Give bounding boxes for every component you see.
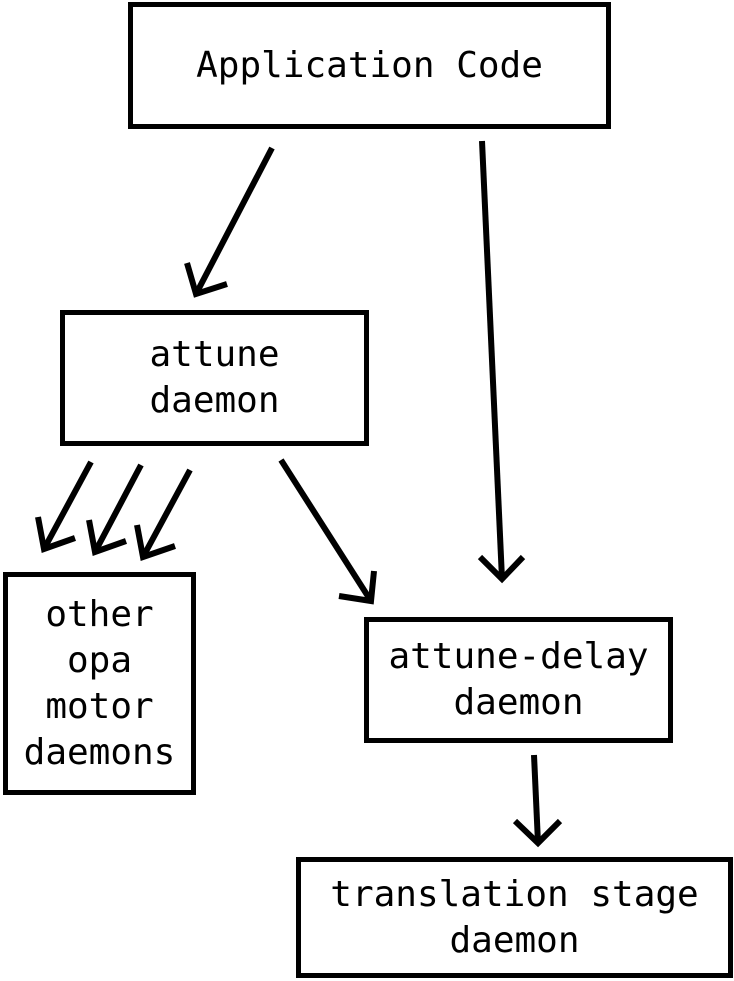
attune-delay-daemon-node: attune-delay daemon	[364, 617, 673, 743]
attune-daemon-line-2: daemon	[149, 380, 280, 421]
other-opa-motor-daemons-node: other opa motor daemons	[3, 572, 196, 795]
attune-delay-line-2: daemon	[453, 682, 584, 723]
other-daemons-line-1: other	[45, 593, 154, 635]
translation-stage-daemon-node: translation stage daemon	[296, 857, 733, 978]
attune-daemon-line-1: attune	[149, 334, 280, 375]
arrow-app-to-attune	[184, 146, 275, 298]
translation-stage-line-2: daemon	[449, 919, 580, 961]
application-code-node: Application Code	[128, 2, 611, 129]
other-daemons-line-2: opa	[66, 639, 133, 681]
arrow-attune-to-other-3	[134, 468, 193, 561]
arrow-attune-to-other-2	[86, 463, 144, 557]
translation-stage-line-1: translation stage	[330, 873, 699, 915]
attune-delay-line-1: attune-delay	[388, 636, 649, 677]
arrow-app-to-attune-delay	[477, 140, 526, 584]
other-daemons-line-3: motor	[45, 685, 154, 727]
arrow-attune-to-attune-delay	[278, 458, 377, 605]
attune-daemon-node: attune daemon	[60, 310, 369, 446]
arrow-attune-to-other-1	[35, 460, 94, 554]
other-daemons-line-4: daemons	[23, 731, 176, 773]
arrow-attune-delay-to-stage	[512, 754, 563, 848]
application-code-line-1: Application Code	[196, 44, 543, 86]
